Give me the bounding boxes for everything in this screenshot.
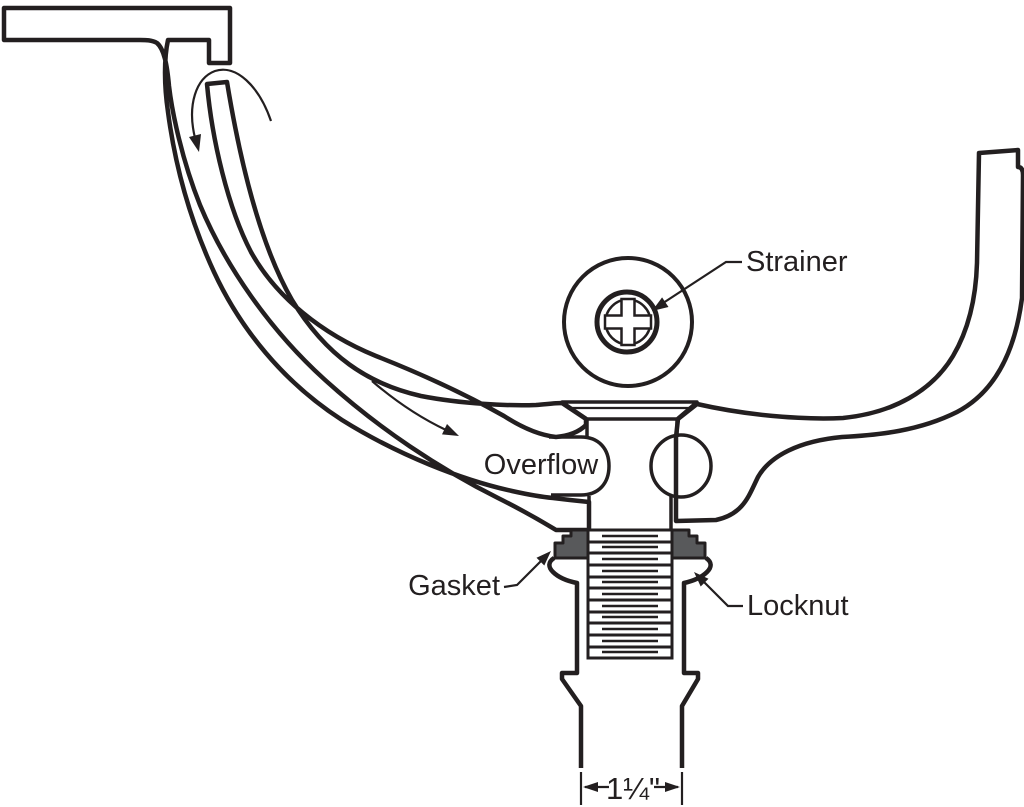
locknut-tailpiece-left: [547, 556, 584, 768]
dimension-text: 1¼": [606, 771, 660, 806]
water-flow-arrow-channel: [371, 380, 459, 436]
strainer-phillips-cross: [603, 297, 653, 347]
gasket-left: [553, 528, 590, 560]
gasket-label: Gasket: [408, 570, 500, 602]
gasket-leader-arrow: [503, 551, 551, 589]
gasket-right: [670, 528, 707, 560]
drain-flange: [560, 400, 699, 421]
thread-lines: [588, 534, 672, 654]
strainer-label: Strainer: [746, 246, 848, 278]
locknut-label: Locknut: [747, 590, 849, 622]
overflow-label: Overflow: [484, 449, 599, 481]
locknut-leader-arrow: [694, 572, 743, 608]
water-flow-arrow-top: [189, 68, 273, 152]
strainer-icon: [562, 256, 694, 388]
locknut-tailpiece-right: [679, 556, 713, 768]
sink-bowl-right-wall: [673, 147, 1024, 524]
sink-inner-bowl-wall: [204, 79, 589, 440]
strainer-leader-arrow: [652, 260, 742, 311]
dimension-callout: 1¼": [579, 771, 684, 806]
sink-rim-overflow-outer-wall: [1, 5, 592, 533]
overflow-channel-end: [549, 435, 611, 497]
threaded-drain-tube: [586, 528, 674, 660]
overflow-passage-right: [649, 433, 713, 499]
